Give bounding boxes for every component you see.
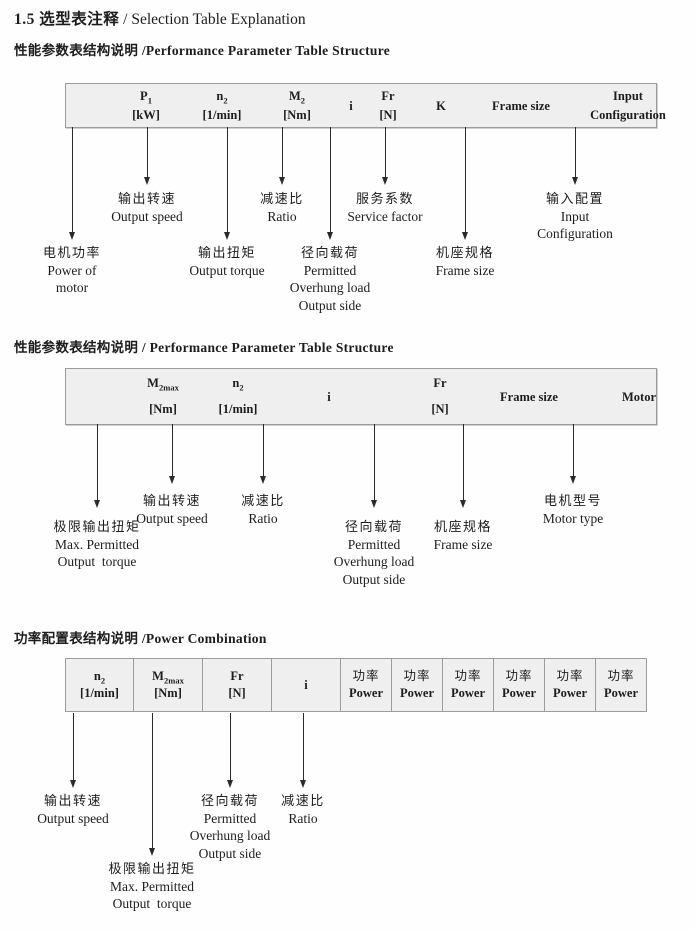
arrow-fr	[371, 424, 377, 508]
callout-overhung-load: 径向载荷 Permitted Overhung load Output side	[333, 519, 415, 587]
arrow-fr	[327, 127, 333, 240]
arrow-k	[382, 127, 388, 185]
table1-col-frame-size: Frame size	[492, 98, 550, 113]
table3-col-i: i	[272, 658, 341, 712]
arrow-i	[279, 127, 285, 185]
table1-col-p1: P1[kW]	[132, 89, 160, 122]
callout-frame-size: 机座规格 Frame size	[433, 519, 493, 552]
table1-header-row: P1[kW] n2[1/min] M2[Nm] i Fr[N] K Frame …	[65, 83, 666, 128]
arrow-frame-size	[462, 127, 468, 240]
table2-col-frame-size: Frame size	[500, 389, 558, 404]
callout-output-torque: 输出扭矩 Output torque	[189, 245, 265, 278]
callout-max-output-torque: 极限输出扭矩 Max. Permitted Output torque	[108, 861, 196, 911]
callout-overhung-load: 径向载荷 Permitted Overhung load Output side	[289, 245, 371, 313]
table2-col-n2: n2[1/min]	[218, 376, 258, 416]
table2-col-m2max: M2max[Nm]	[147, 376, 179, 416]
arrow-input-config	[572, 127, 578, 185]
section1-heading: 性能参数表结构说明 /Performance Parameter Table S…	[14, 43, 391, 58]
table2-col-fr: Fr[N]	[431, 376, 449, 416]
callout-ratio: 减速比 Ratio	[281, 793, 325, 826]
table1-col-m2: M2[Nm]	[283, 89, 311, 122]
callout-max-output-torque: 极限输出扭矩 Max. Permitted Output torque	[53, 519, 141, 569]
callout-motor-type: 电机型号 Motor type	[542, 493, 604, 526]
arrow-m2max	[94, 424, 100, 508]
table1-col-k: K	[436, 98, 446, 113]
table3-col-fr: Fr[N]	[203, 658, 272, 712]
table1-col-i: i	[349, 98, 353, 113]
table1-col-fr: Fr[N]	[379, 89, 397, 122]
table2-col-motor: Motor	[621, 389, 657, 404]
callout-ratio: 减速比 Ratio	[241, 493, 285, 526]
section3-heading: 功率配置表结构说明 /Power Combination	[14, 631, 267, 646]
page-title-en: / Selection Table Explanation	[119, 11, 306, 28]
table3-col-m2max: M2max[Nm]	[134, 658, 203, 712]
callout-service-factor: 服务系数 Service factor	[347, 191, 423, 224]
page-title-zh: 1.5 选型表注释	[14, 11, 120, 28]
arrow-fr	[227, 713, 233, 788]
page-title: 1.5 选型表注释 / Selection Table Explanation	[14, 7, 306, 29]
arrow-n2	[144, 127, 150, 185]
arrow-motor	[570, 424, 576, 484]
callout-overhung-load: 径向载荷 Permitted Overhung load Output side	[189, 793, 271, 861]
arrow-n2	[169, 424, 175, 484]
callout-ratio: 减速比 Ratio	[260, 191, 304, 224]
arrow-m2	[224, 127, 230, 240]
callout-frame-size: 机座规格 Frame size	[435, 245, 495, 278]
arrow-i	[260, 424, 266, 484]
table1-col-n2: n2[1/min]	[202, 89, 242, 122]
table2-header-row: M2max[Nm] n2[1/min] i Fr[N] Frame size M…	[65, 368, 657, 425]
arrow-frame-size	[460, 424, 466, 508]
arrow-m2max	[149, 713, 155, 856]
callout-power-of-motor: 电机功率 Power of motor	[42, 245, 102, 295]
callout-input-configuration: 输入配置 Input Configuration	[537, 191, 613, 241]
table2-col-i: i	[327, 389, 331, 404]
arrow-p1	[69, 127, 75, 240]
section2-heading: 性能参数表结构说明 / Performance Parameter Table …	[14, 340, 394, 355]
callout-output-speed: 输出转速 Output speed	[136, 493, 208, 526]
arrow-i	[300, 713, 306, 788]
callout-output-speed: 输出转速 Output speed	[111, 191, 183, 224]
table3-col-n2: n2[1/min]	[65, 658, 134, 712]
arrow-n2	[70, 713, 76, 788]
callout-output-speed: 输出转速 Output speed	[37, 793, 109, 826]
